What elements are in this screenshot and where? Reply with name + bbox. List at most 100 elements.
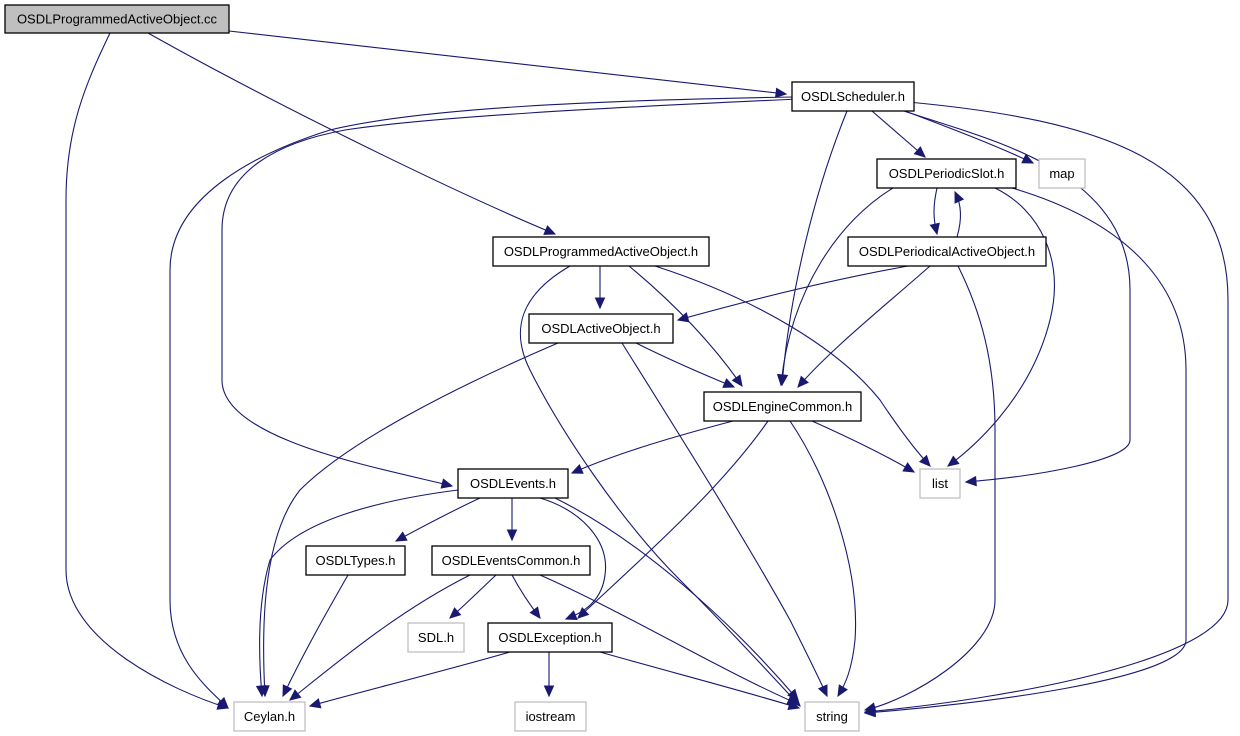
node-box: [876, 158, 1017, 189]
node-layer: OSDLProgrammedActiveObject.ccOSDLSchedul…: [4, 4, 1086, 732]
edge-arrowhead: [817, 684, 828, 698]
node-label: string: [816, 709, 848, 724]
edge-line: [65, 32, 229, 709]
edge-arrowhead: [594, 297, 606, 310]
edge-line: [228, 30, 787, 95]
edge-line: [947, 187, 1055, 467]
edge-root-to-pao: [147, 32, 557, 235]
edge-line: [169, 96, 795, 709]
edge-events-to-exception: [539, 497, 607, 621]
node-string: string: [804, 701, 860, 732]
node-events[interactable]: OSDLEvents.h: [457, 468, 569, 499]
node-root: OSDLProgrammedActiveObject.cc: [4, 4, 230, 34]
edge-line: [263, 342, 559, 697]
node-box: [233, 701, 306, 732]
node-label: OSDLProgrammedActiveObject.cc: [17, 12, 218, 27]
edge-arrowhead: [282, 684, 293, 698]
edge-scheduler-to-ceylan: [169, 96, 795, 709]
node-eventscommon[interactable]: OSDLEventsCommon.h: [431, 545, 591, 576]
node-box: [305, 545, 406, 576]
edge-line: [539, 497, 607, 620]
edge-arrowhead: [440, 478, 454, 489]
node-periodicslot[interactable]: OSDLPeriodicSlot.h: [876, 158, 1017, 189]
edge-root-to-scheduler: [228, 30, 788, 99]
node-label: OSDLException.h: [498, 630, 601, 645]
node-enginecommon[interactable]: OSDLEngineCommon.h: [703, 391, 862, 422]
edge-arrowhead: [918, 454, 931, 467]
edge-line: [147, 32, 556, 235]
edge-events-to-ceylan: [255, 489, 459, 698]
edge-arrowhead: [775, 87, 788, 99]
edge-line: [811, 420, 915, 473]
node-pao[interactable]: OSDLProgrammedActiveObject.h: [492, 236, 710, 267]
edge-arrowhead: [902, 462, 916, 473]
edge-pao-to-list: [654, 265, 931, 467]
edge-line: [871, 110, 926, 158]
node-box: [4, 4, 230, 34]
node-box: [492, 236, 710, 267]
edge-line: [789, 420, 857, 697]
edge-periodicslot-to-string: [863, 187, 1187, 718]
node-box: [703, 391, 862, 422]
edge-events-to-types: [394, 497, 481, 542]
edge-line: [635, 342, 735, 388]
edge-line: [519, 265, 801, 707]
edge-periodical-to-enginecommon: [797, 265, 931, 388]
edge-scheduler-to-periodicslot: [871, 110, 926, 158]
edge-line: [309, 651, 511, 707]
edge-eventscommon-to-sdl: [449, 574, 497, 619]
edge-arrowhead: [394, 531, 408, 542]
edge-arrowhead: [1021, 153, 1035, 164]
node-label: OSDLPeriodicalActiveObject.h: [859, 244, 1035, 259]
edge-pao-to-activeobject: [594, 266, 606, 310]
node-box: [514, 701, 587, 732]
edge-line: [599, 651, 800, 709]
node-box: [847, 236, 1047, 267]
node-scheduler[interactable]: OSDLScheduler.h: [791, 81, 915, 112]
edge-arrowhead: [676, 312, 690, 323]
node-label: list: [932, 476, 948, 491]
edge-exception-to-iostream: [543, 652, 555, 698]
edge-line: [864, 187, 1187, 714]
edge-arrowhead: [797, 375, 809, 388]
edge-line: [903, 110, 1131, 483]
edge-periodicslot-to-periodical: [929, 187, 940, 236]
edge-periodical-to-activeobject: [676, 265, 909, 323]
edge-periodical-to-string: [863, 265, 996, 713]
edge-line: [780, 187, 894, 386]
edge-line: [289, 574, 471, 701]
node-sdl: SDL.h: [407, 622, 465, 653]
edge-arrowhead: [964, 475, 977, 487]
edge-layer: [65, 30, 1229, 718]
node-types[interactable]: OSDLTypes.h: [305, 545, 406, 576]
node-label: iostream: [526, 709, 576, 724]
node-periodical[interactable]: OSDLPeriodicalActiveObject.h: [847, 236, 1047, 267]
node-box: [791, 81, 915, 112]
edge-line: [539, 574, 799, 705]
node-activeobject[interactable]: OSDLActiveObject.h: [528, 313, 674, 344]
edge-arrowhead: [289, 689, 302, 701]
edge-arrowhead: [570, 463, 584, 474]
edge-root-to-ceylan: [65, 32, 230, 710]
edge-line: [654, 265, 931, 467]
edge-eventscommon-to-ceylan: [289, 574, 471, 701]
edge-arrowhead: [255, 685, 267, 698]
node-ceylan: Ceylan.h: [233, 701, 306, 732]
node-exception[interactable]: OSDLException.h: [487, 622, 613, 653]
node-label: OSDLEvents.h: [470, 476, 556, 491]
edge-events-to-string: [554, 497, 799, 701]
node-map: map: [1038, 158, 1086, 189]
edge-line: [677, 265, 909, 321]
edge-activeobject-to-string: [621, 342, 828, 698]
edge-scheduler-to-list: [903, 110, 1131, 487]
edge-arrowhead: [722, 378, 736, 388]
node-box: [407, 622, 465, 653]
edge-scheduler-to-string: [863, 101, 1229, 717]
node-label: Ceylan.h: [244, 709, 295, 724]
node-label: map: [1049, 166, 1074, 181]
node-label: OSDLTypes.h: [316, 553, 396, 568]
edge-arrowhead: [787, 699, 801, 710]
edge-periodical-to-periodicslot: [954, 190, 965, 238]
edge-arrowhead: [837, 684, 848, 698]
node-box: [919, 468, 961, 499]
